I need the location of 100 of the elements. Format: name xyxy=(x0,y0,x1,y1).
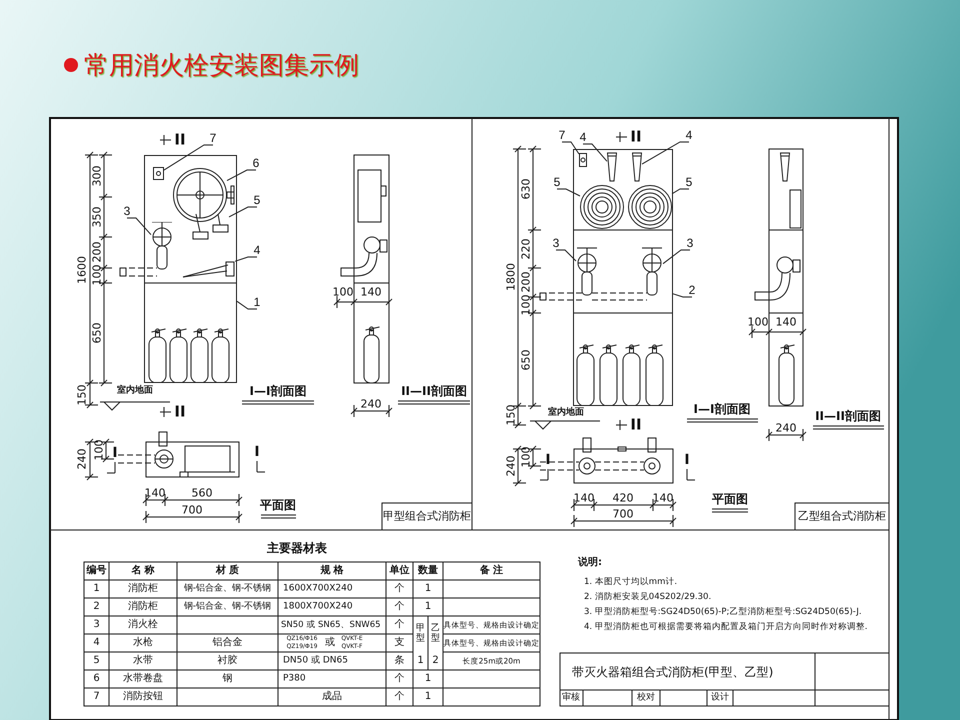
dimension-text: 100 xyxy=(94,440,104,460)
table-text: 个 xyxy=(394,602,404,612)
leader-line xyxy=(662,250,690,264)
note-text: 3. 甲型消防柜型号:SG24D50(65)-P;乙型消防柜型号:SG24D50(65)-J. xyxy=(584,608,862,616)
dimension-text: 240 xyxy=(76,448,88,470)
table-text: 7 xyxy=(93,692,100,702)
dimension-text: 100 xyxy=(520,446,532,468)
view-title: II—II剖面图 xyxy=(401,385,467,397)
callout-number: 5 xyxy=(554,176,560,188)
callout-number: 1 xyxy=(254,296,260,308)
column-header: 规 格 xyxy=(320,566,344,576)
hydrant-valve-icon xyxy=(641,247,663,297)
dimension-text: 1800 xyxy=(506,263,516,291)
leader-line xyxy=(236,300,258,310)
table-text: 消火栓 xyxy=(128,620,158,630)
dimension-text: 140 xyxy=(776,316,796,328)
floor-level-text: 室内地面 xyxy=(117,386,153,396)
table-text: 1 xyxy=(417,656,424,666)
hose-coil-icon xyxy=(628,185,672,229)
dimension-text: 700 xyxy=(182,504,202,516)
hydrant-valve-icon xyxy=(151,222,173,272)
table-text: 1600X700X240 xyxy=(283,584,353,594)
dimension-text: 140 xyxy=(144,488,166,498)
table-text: 钢-铝合金、钢-不锈钢 xyxy=(184,584,272,594)
dimension-text: 140 xyxy=(360,286,382,298)
note-text: 2. 消防柜安装见04S202/29.30. xyxy=(584,592,712,602)
table-text: 水带卷盘 xyxy=(123,674,163,684)
callout-number: 6 xyxy=(252,157,260,169)
dimension-text: 100 xyxy=(92,264,102,286)
dimension-text: 240 xyxy=(776,422,796,434)
table-text: 水带 xyxy=(133,656,153,666)
table-title: 主要器材表 xyxy=(267,542,327,554)
column-header: 备 注 xyxy=(480,566,504,576)
title-block-text: 审核 xyxy=(562,694,580,702)
section-mark-label: I xyxy=(545,453,551,467)
view-title: I—I剖面图 xyxy=(250,385,306,397)
table-text: SN50 或 SN65、SNW65 xyxy=(281,620,381,630)
table-text: 钢-铝合金、钢-不锈钢 xyxy=(184,602,272,612)
column-header: 名 称 xyxy=(131,566,155,576)
leader-line xyxy=(126,218,152,236)
dimension-text: 650 xyxy=(92,322,102,344)
table-text: 2 xyxy=(432,656,439,666)
nozzle-icon xyxy=(632,152,642,182)
table-text: 个 xyxy=(394,692,404,702)
hose-coil-icon xyxy=(580,185,624,229)
title-block-text: 校对 xyxy=(637,694,655,702)
dimension-text: 420 xyxy=(612,492,634,504)
table-text: 或 xyxy=(325,638,335,648)
view-title: II—II剖面图 xyxy=(815,410,881,422)
dimension-text: 150 xyxy=(506,404,516,426)
note-text: 1. 本图尺寸均以mm计. xyxy=(584,578,678,586)
table-text: 个 xyxy=(394,674,404,684)
table-text: 甲型 xyxy=(416,624,426,644)
table-text: 水枪 xyxy=(133,638,153,648)
cabinet-drawing xyxy=(573,149,673,406)
leader-line xyxy=(164,144,214,171)
page-title: 常用消火栓安装图集示例 xyxy=(84,52,359,78)
table-text: 消防按钮 xyxy=(123,692,163,702)
table-text: 铝合金 xyxy=(212,638,242,648)
dimension-text: 300 xyxy=(92,166,102,186)
table-text: 乙型 xyxy=(430,624,440,644)
leader-line xyxy=(582,144,608,162)
dimension-text: 200 xyxy=(92,242,102,262)
table-text: 支 xyxy=(394,638,404,648)
table-text: 个 xyxy=(394,620,404,630)
push-button-icon xyxy=(153,167,164,180)
column-header: 编号 xyxy=(86,566,106,576)
column-header: 材 质 xyxy=(216,566,240,576)
callout-number: 7 xyxy=(558,129,566,141)
dimension-text: 150 xyxy=(76,384,88,406)
table-text: P380 xyxy=(283,674,306,684)
callout-number: 3 xyxy=(124,205,130,217)
push-button-icon xyxy=(579,153,587,167)
drawing-title: 甲型组合式消防柜 xyxy=(383,510,471,522)
table-text: 1 xyxy=(424,692,432,702)
view-title: I—I剖面图 xyxy=(694,403,750,415)
section-mark-label: II xyxy=(630,418,642,432)
nozzle-icon xyxy=(607,152,617,182)
dimension-text: 650 xyxy=(520,350,532,370)
table-text: 个 xyxy=(394,584,404,594)
table-text: 1 xyxy=(424,674,432,684)
table-text: 消防柜 xyxy=(128,602,158,612)
leader-line xyxy=(226,170,256,182)
callout-number: 3 xyxy=(552,237,560,249)
table-text: 1 xyxy=(424,602,432,612)
notes-heading: 说明: xyxy=(578,558,602,568)
dimension-text: 140 xyxy=(574,492,594,504)
nozzle-icon xyxy=(182,261,235,279)
leader-line xyxy=(228,206,258,218)
section-mark-label: II xyxy=(174,132,186,148)
table-text: 1800X700X240 xyxy=(283,602,353,612)
callout-number: 5 xyxy=(686,176,692,188)
leader-line xyxy=(556,250,576,262)
dimension-text: 140 xyxy=(652,492,674,504)
leader-line xyxy=(672,188,690,194)
table-text: 2 xyxy=(93,602,100,612)
table-text: 4 xyxy=(93,638,100,648)
title-block-text: 带灭火器箱组合式消防柜(甲型、乙型) xyxy=(572,666,774,678)
dimension-text: 100 xyxy=(332,286,354,298)
table-text: 6 xyxy=(93,674,100,684)
